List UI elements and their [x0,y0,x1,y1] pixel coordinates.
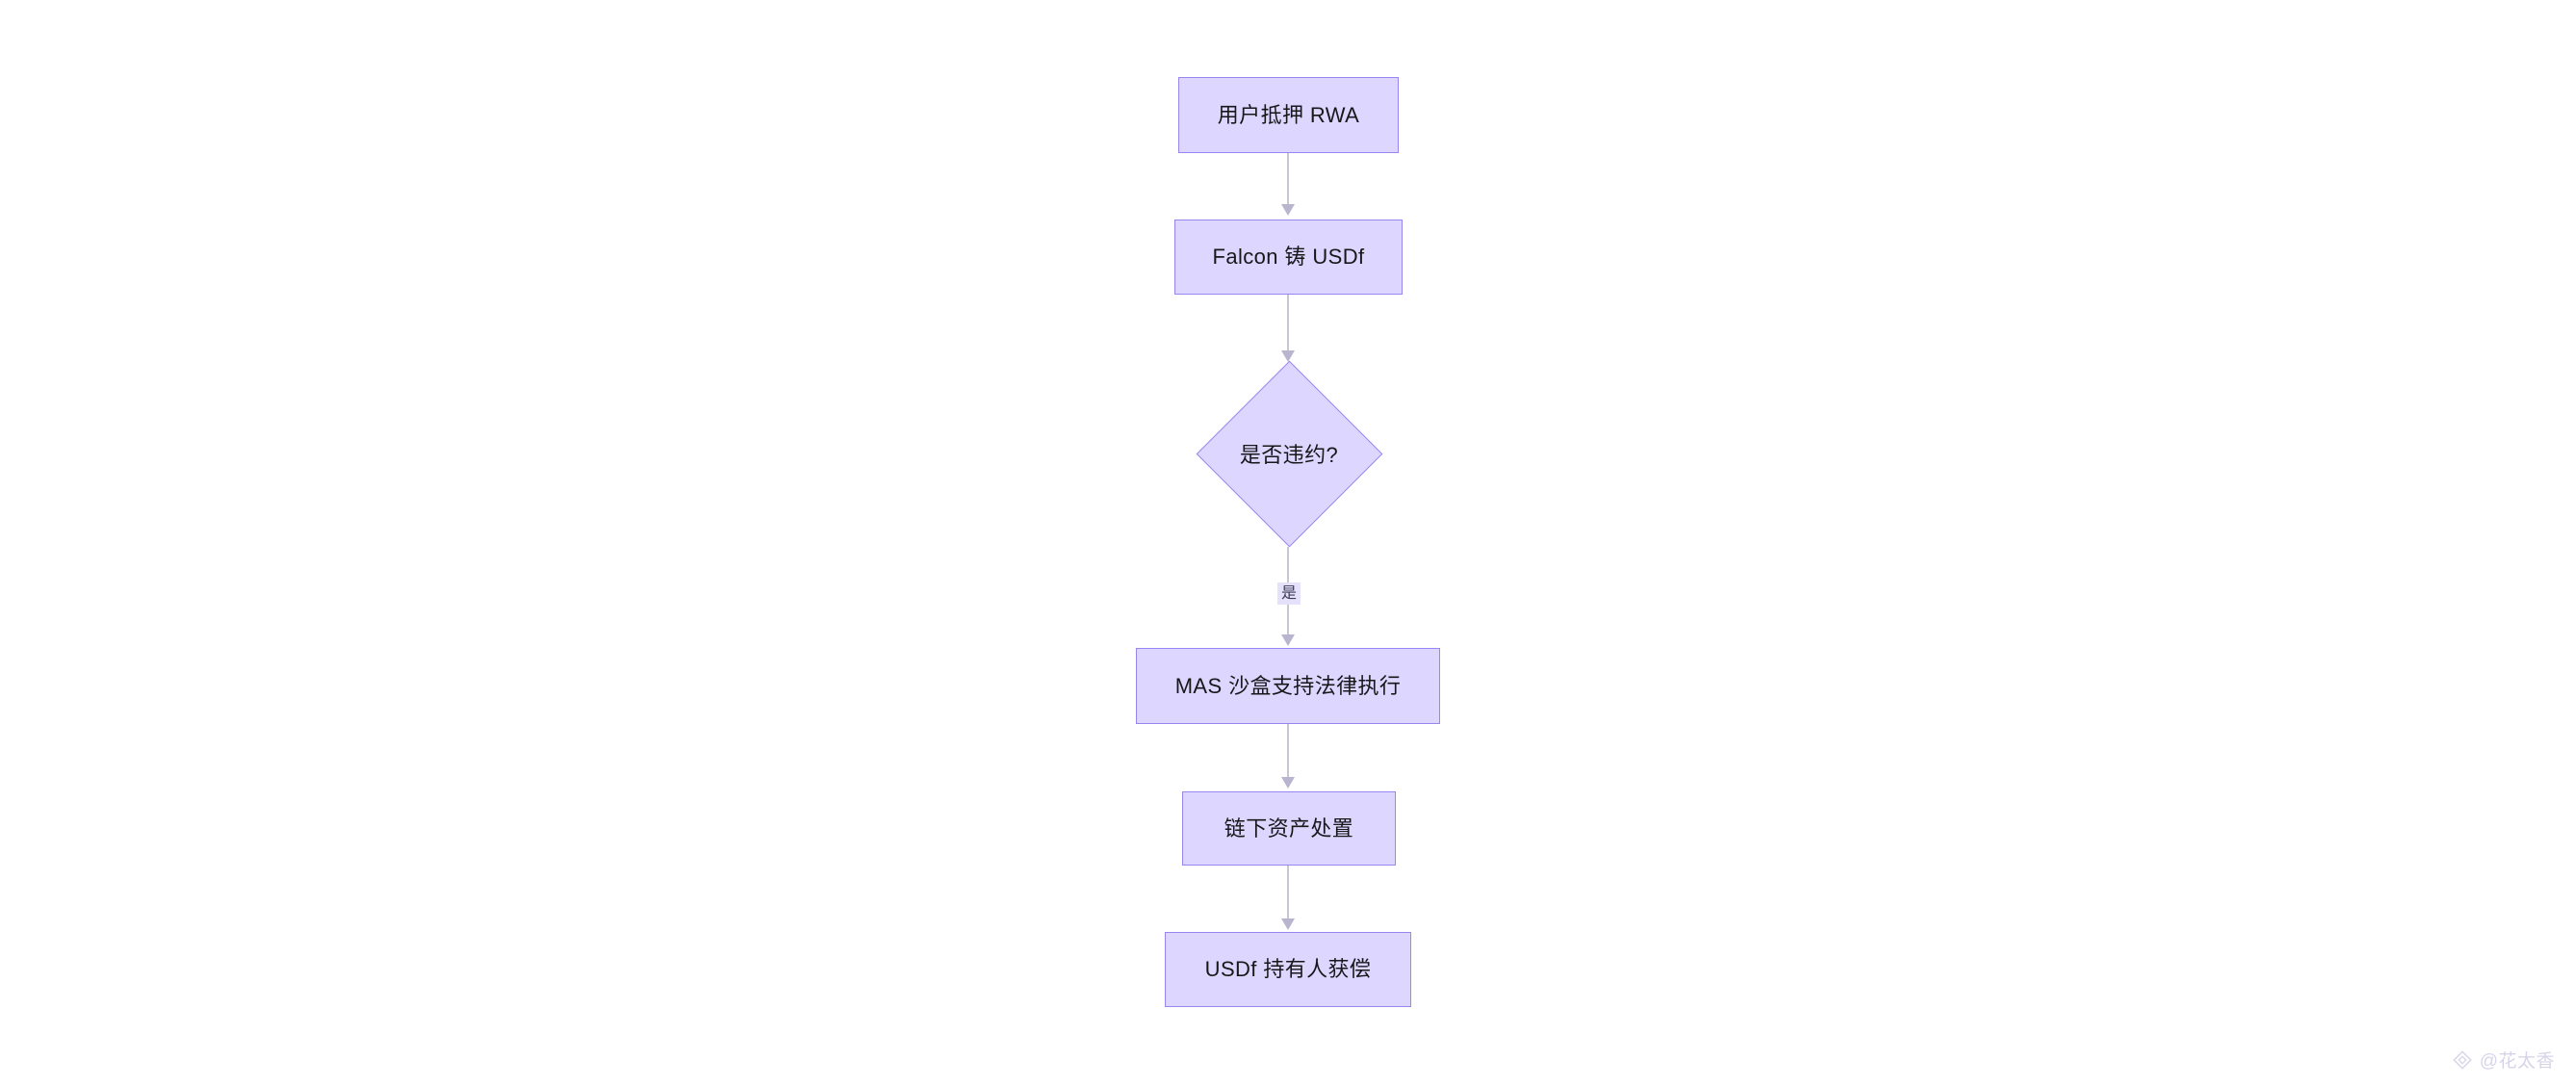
watermark-text: @花太香 [2479,1051,2555,1072]
flow-node-mas[interactable]: MAS 沙盒支持法律执行 [1136,648,1440,724]
flow-node-mas-label: MAS 沙盒支持法律执行 [1174,673,1402,698]
arrow-head-icon [1280,777,1295,789]
flow-node-payout[interactable]: USDf 持有人获偿 [1165,932,1411,1007]
flow-node-mint-label: Falcon 铸 USDf [1212,245,1365,270]
flow-node-pledge-label: 用户抵押 RWA [1217,102,1360,127]
arrow-head-icon [1280,350,1295,362]
flow-node-decision-label: 是否违约? [1239,443,1339,467]
flow-edge-label-yes: 是 [1277,582,1301,606]
watermark: @花太香 [2452,1047,2555,1073]
flow-node-mint[interactable]: Falcon 铸 USDf [1174,220,1403,295]
flow-edge-offchain-to-payout [1287,866,1289,921]
diamond-logo-icon [2452,1049,2472,1070]
arrow-head-icon [1280,634,1295,646]
flow-node-decision-label-wrap: 是否违约? [1196,360,1382,547]
flow-node-pledge[interactable]: 用户抵押 RWA [1178,77,1399,153]
flow-edge-mas-to-offchain [1287,724,1289,780]
flow-node-offchain-label: 链下资产处置 [1224,815,1354,840]
flow-node-offchain[interactable]: 链下资产处置 [1182,791,1396,866]
flow-node-payout-label: USDf 持有人获偿 [1204,957,1372,982]
arrow-head-icon [1280,204,1295,216]
flow-edge-mint-to-decision [1287,295,1289,354]
flow-edge-pledge-to-mint [1287,153,1289,207]
arrow-head-icon [1280,918,1295,930]
flow-node-decision[interactable]: 是否违约? [1196,360,1382,547]
